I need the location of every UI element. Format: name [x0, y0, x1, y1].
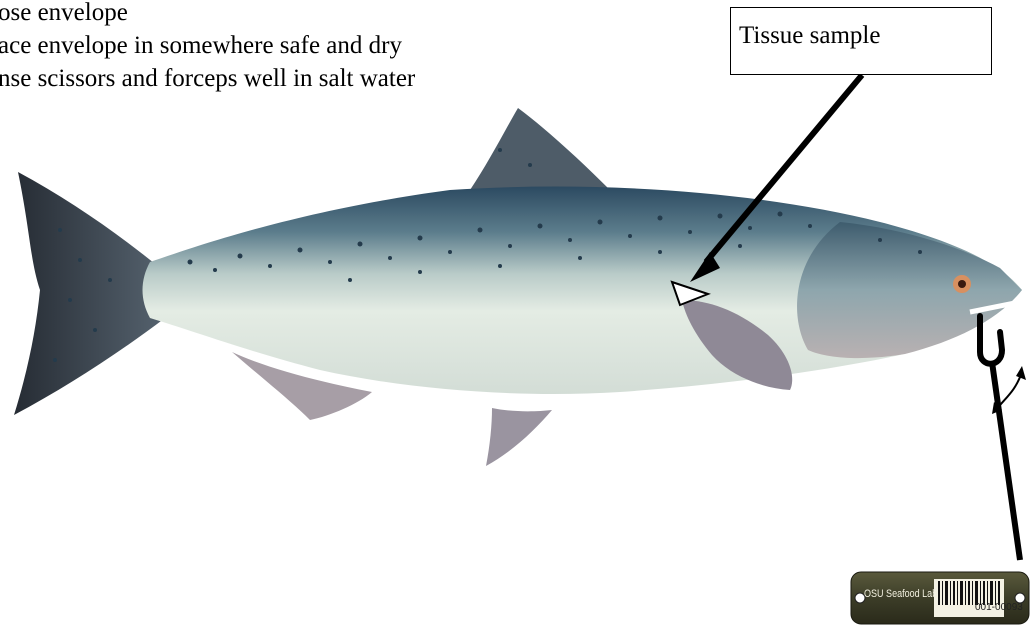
- tail-fin: [14, 172, 165, 415]
- swivel-arrow: [996, 372, 1022, 410]
- barcode-tag: OSU Seafood Lab 001-00093: [850, 571, 1030, 625]
- swivel-arrowhead-top: [1016, 366, 1026, 380]
- salmon-illustration: [14, 108, 1030, 466]
- hook-icon: [980, 316, 1002, 364]
- tissue-sample-label: Tissue sample: [739, 22, 880, 49]
- tissue-sample-callout: Tissue sample: [730, 7, 992, 75]
- tag-lab-name: OSU Seafood Lab: [864, 588, 937, 600]
- fish-head: [797, 222, 1022, 358]
- dorsal-fin: [470, 108, 610, 190]
- tag-code: 001-00093: [975, 602, 1023, 613]
- tag-line: [992, 362, 1020, 560]
- pelvic-fin: [486, 408, 552, 466]
- fish-pupil: [958, 280, 966, 288]
